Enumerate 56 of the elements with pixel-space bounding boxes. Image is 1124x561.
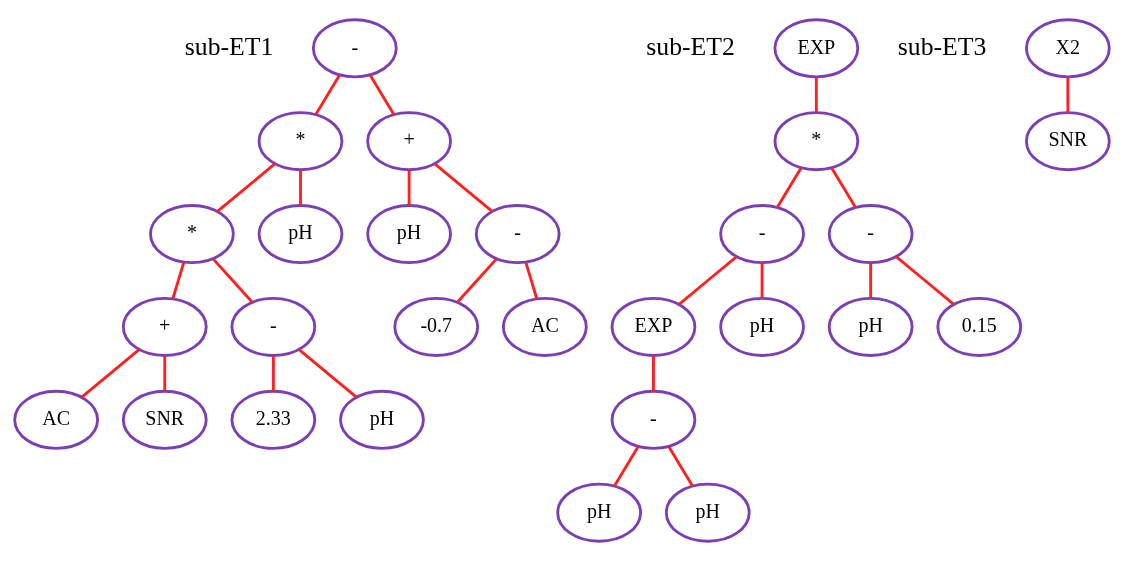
connector — [171, 262, 186, 299]
node-ellipse: - — [719, 204, 805, 265]
node-ellipse: * — [257, 111, 344, 172]
connector — [1066, 77, 1070, 113]
node-ellipse: pH — [556, 482, 642, 543]
node-ellipse: - — [230, 296, 317, 357]
node-ellipse: - — [474, 204, 561, 265]
node-ellipse: -0.7 — [393, 296, 480, 357]
connector — [524, 262, 539, 299]
node-ellipse: X2 — [1025, 18, 1111, 79]
connector — [314, 74, 341, 116]
connector — [667, 446, 694, 487]
label: sub-ET1 — [184, 31, 274, 61]
node-ellipse: 0.15 — [936, 296, 1023, 357]
node-ellipse: pH — [257, 204, 344, 265]
connector — [298, 348, 358, 399]
node-ellipse: - — [311, 18, 398, 79]
connector — [80, 348, 140, 399]
node-ellipse: 2.33 — [230, 389, 317, 450]
node-ellipse: + — [121, 296, 208, 357]
node-ellipse: EXP — [773, 18, 860, 79]
connector — [895, 255, 955, 306]
node-ellipse: SNR — [1025, 111, 1111, 172]
node-ellipse: pH — [719, 296, 805, 357]
connector — [433, 162, 494, 213]
node-ellipse: EXP — [610, 296, 697, 357]
node-ellipse: * — [773, 111, 860, 172]
connector — [760, 263, 764, 299]
connector — [776, 167, 803, 209]
node-ellipse: - — [610, 389, 697, 450]
connector — [869, 263, 873, 299]
connector — [299, 170, 302, 206]
node-ellipse: * — [149, 204, 235, 265]
node-ellipse: SNR — [121, 389, 208, 450]
connector — [212, 258, 253, 303]
connector — [830, 167, 857, 209]
connector — [814, 77, 818, 113]
connector — [456, 258, 498, 303]
node-ellipse: pH — [366, 204, 452, 265]
connector — [369, 74, 396, 116]
connector — [613, 446, 640, 487]
connector — [271, 355, 275, 392]
connector — [652, 355, 655, 392]
connector — [163, 355, 167, 392]
node-ellipse: AC — [13, 389, 100, 450]
node-ellipse: + — [366, 111, 452, 172]
node-ellipse: - — [827, 204, 914, 265]
connector — [678, 255, 738, 306]
node-ellipse: pH — [339, 389, 425, 450]
node-ellipse: AC — [502, 296, 588, 357]
node-ellipse: pH — [827, 296, 914, 357]
node-ellipse: pH — [664, 482, 751, 543]
connector — [407, 170, 411, 206]
label: sub-ET2 — [646, 31, 735, 61]
label: sub-ET3 — [897, 31, 987, 61]
connector — [216, 162, 276, 213]
